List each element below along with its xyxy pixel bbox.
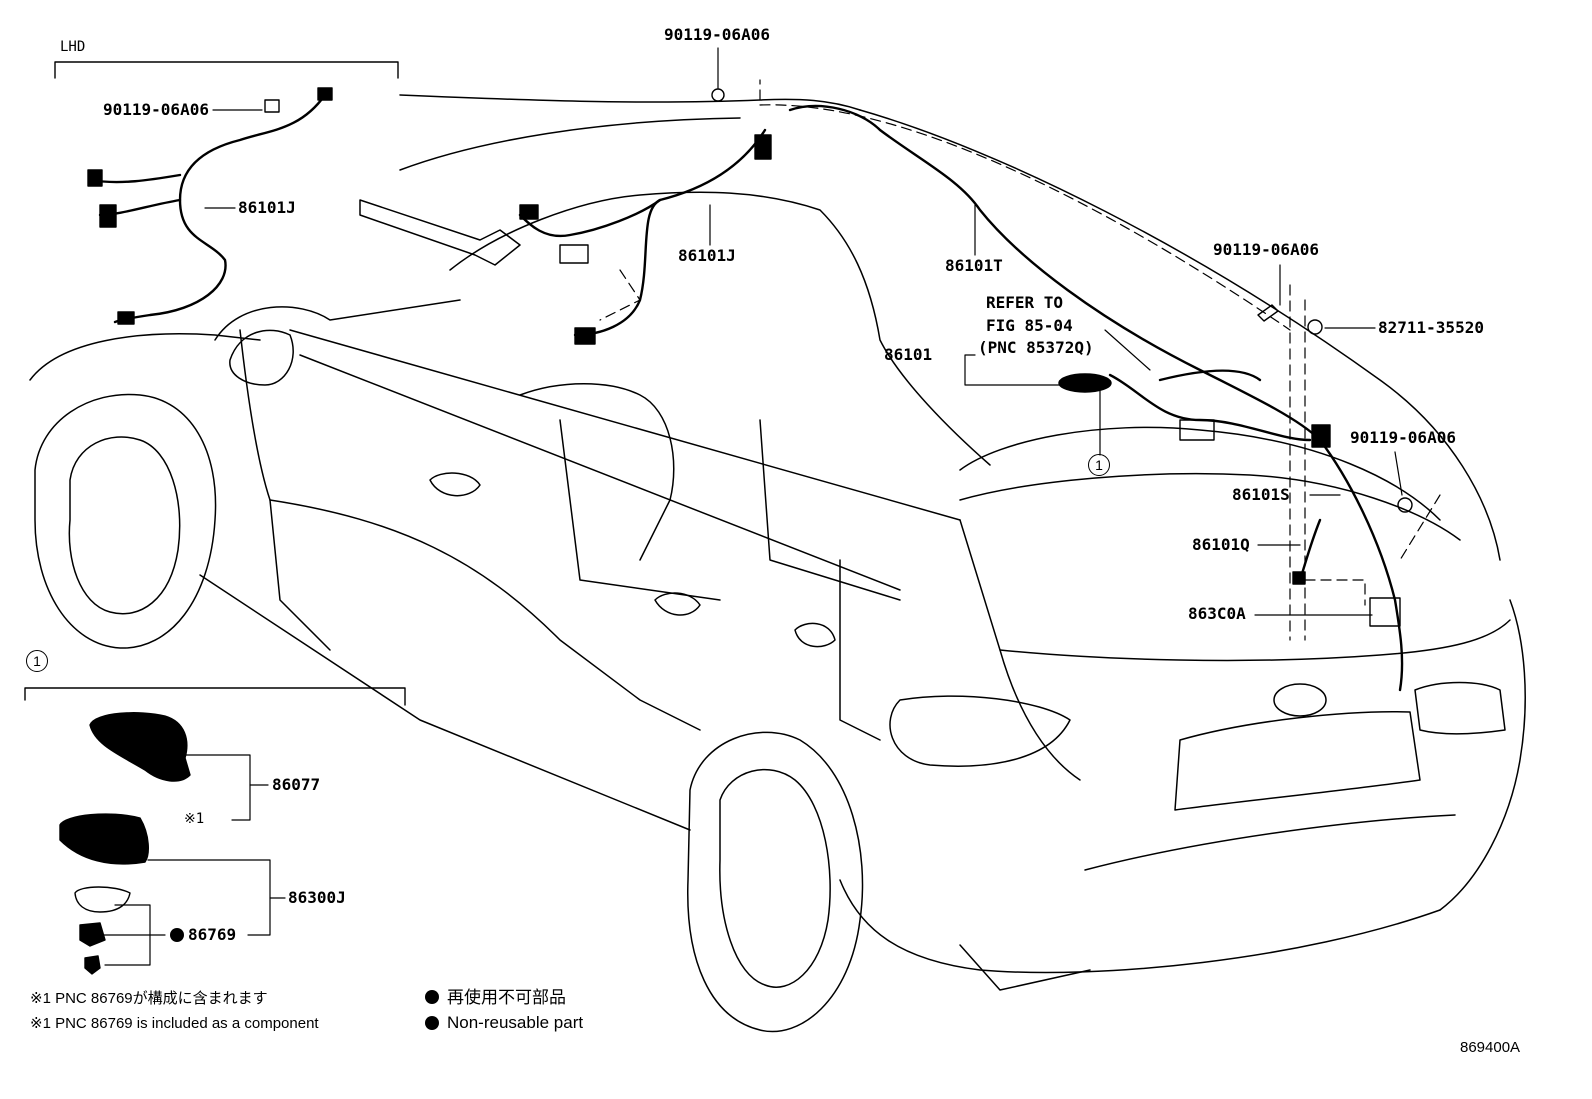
legend-dot-jp [425, 990, 439, 1004]
label-86101: 86101 [884, 345, 933, 364]
legend-en-nonreusable: Non-reusable part [447, 1013, 584, 1032]
label-86101J-lhd: 86101J [238, 198, 296, 217]
label-82711: 82711-35520 [1378, 318, 1484, 337]
connectors [87, 87, 1413, 627]
label-863C0A: 863C0A [1188, 604, 1246, 623]
label-86101S: 86101S [1232, 485, 1290, 504]
label-90119-lhd: 90119-06A06 [103, 100, 209, 119]
legend-jp-nonreusable: 再使用不可部品 [447, 988, 566, 1007]
car-body [29, 94, 1526, 1033]
refer-line-3: (PNC 85372Q) [978, 338, 1094, 357]
callout-marker-group: 1 [26, 650, 48, 672]
callout-bracket [24, 687, 406, 706]
label-90119-right-upper: 90119-06A06 [1213, 240, 1319, 259]
refer-line-2: FIG 85-04 [986, 316, 1073, 335]
label-86300J: 86300J [288, 888, 346, 907]
antenna-parts [59, 712, 191, 975]
drawing-code: 869400A [1460, 1039, 1521, 1056]
label-86769: 86769 [188, 925, 237, 944]
section-label-lhd: LHD [60, 39, 86, 55]
footnote-en-component: ※1 PNC 86769 is included as a component [30, 1015, 319, 1032]
wire-harnesses [88, 93, 1404, 692]
label-note-ref: ※1 [184, 811, 205, 827]
callout-marker-car: 1 [1088, 454, 1110, 476]
refer-line-1: REFER TO [986, 293, 1064, 312]
legend-dot-en [425, 1016, 439, 1030]
label-90119-top: 90119-06A06 [664, 25, 770, 44]
non-reusable-dot-86769 [170, 928, 184, 942]
label-86077: 86077 [272, 775, 321, 794]
hidden-edges [599, 79, 1441, 641]
label-86101T: 86101T [945, 256, 1003, 275]
label-86101Q: 86101Q [1192, 535, 1250, 554]
label-90119-right-lower: 90119-06A06 [1350, 428, 1456, 447]
footnote-jp-component: ※1 PNC 86769が構成に含まれます [30, 990, 268, 1007]
lhd-bracket [54, 61, 399, 79]
leader-lines [99, 47, 1403, 966]
label-86101J-main: 86101J [678, 246, 736, 265]
